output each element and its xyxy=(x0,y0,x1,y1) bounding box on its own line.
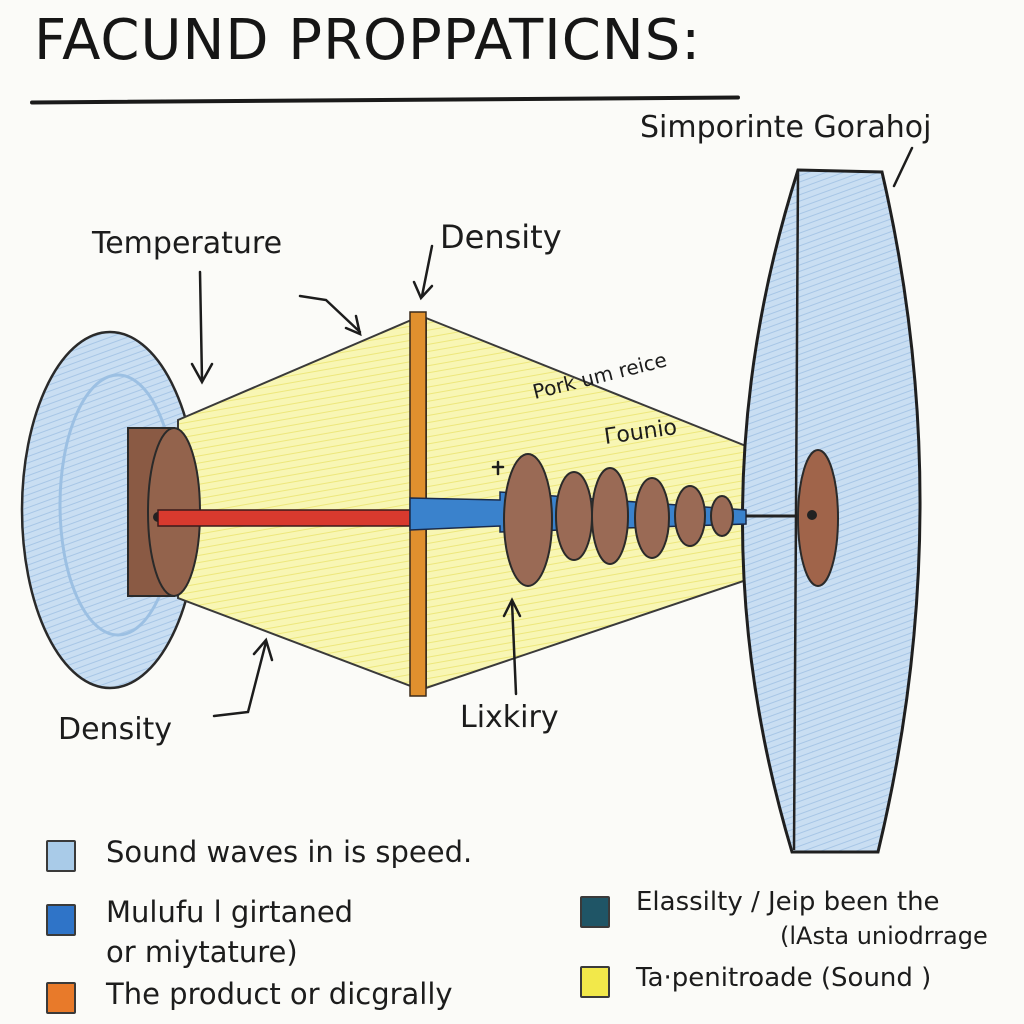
legend-text-4b: (lAsta uniodrrage xyxy=(780,922,988,950)
legend-text-4: Elassilty / Jeip been the xyxy=(636,887,940,917)
legend-swatch-3 xyxy=(46,982,76,1014)
legend-swatch-5 xyxy=(580,966,610,998)
spiral-coils xyxy=(503,453,734,587)
label-density-bottom: Density xyxy=(58,712,173,747)
legend-swatch-1 xyxy=(46,840,76,872)
right-pivot xyxy=(807,510,817,520)
label-lixkiry: Lixkiry xyxy=(460,700,559,735)
label-simporinte: Simporinte Gorahoj xyxy=(640,110,932,145)
right-brown-disc xyxy=(797,449,839,587)
page-title: FACUND PROPPATICNS: xyxy=(34,8,702,73)
legend-text-2: Mulufu l girtaned xyxy=(106,895,354,929)
legend-swatch-2 xyxy=(46,904,76,936)
legend-text-3: The product or dicgrally xyxy=(106,977,453,1011)
legend-text-5: Ta·penitroade (Sound ) xyxy=(636,963,932,993)
yellow-cone-left xyxy=(177,316,417,690)
right-disc-seam xyxy=(792,171,800,851)
legend-swatch-4 xyxy=(580,896,610,928)
legend-text-2b: or miytature) xyxy=(106,935,298,969)
label-temperature: Temperature xyxy=(92,226,283,261)
label-density-top: Density xyxy=(440,218,562,256)
red-rod xyxy=(157,509,413,527)
annotation-arrows xyxy=(190,146,914,718)
legend-text-1: Sound waves in is speed. xyxy=(106,835,473,869)
